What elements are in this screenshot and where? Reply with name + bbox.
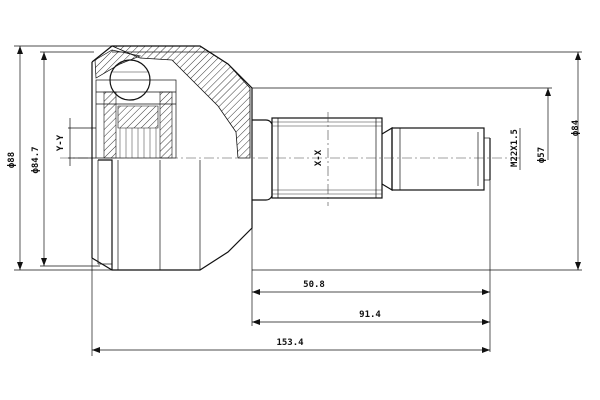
dim-phi84-7: ϕ84.7 [31, 51, 100, 267]
label-phi88: ϕ88 [7, 152, 17, 168]
dim-153-4: 153.4 [91, 258, 490, 356]
spline-teeth [272, 118, 382, 198]
dim-phi57: ϕ57 [252, 87, 552, 163]
label-phi84: ϕ84 [571, 119, 581, 136]
dim-50-8: 50.8 [251, 180, 491, 352]
label-91-4: 91.4 [359, 310, 381, 320]
dim-y-y: Y-Y [56, 118, 96, 166]
housing-section-hatch [111, 45, 251, 159]
label-y-y: Y-Y [56, 134, 66, 151]
stub-shaft [252, 117, 491, 201]
dim-91-4: 91.4 [251, 296, 490, 326]
label-phi84-7: ϕ84.7 [31, 146, 41, 173]
label-phi57: ϕ57 [537, 147, 547, 163]
inner-race [95, 79, 177, 159]
label-153-4: 153.4 [276, 338, 304, 348]
label-50-8: 50.8 [303, 280, 325, 290]
joint-ball [109, 59, 151, 101]
label-m22: M22X1.5 [510, 129, 520, 167]
inner-race-hatch [103, 91, 117, 159]
dim-phi84: ϕ84 [112, 51, 582, 271]
label-x-x: X-X [314, 149, 324, 166]
dim-phi88: ϕ88 [7, 45, 112, 271]
dim-m22: M22X1.5 [510, 128, 521, 170]
